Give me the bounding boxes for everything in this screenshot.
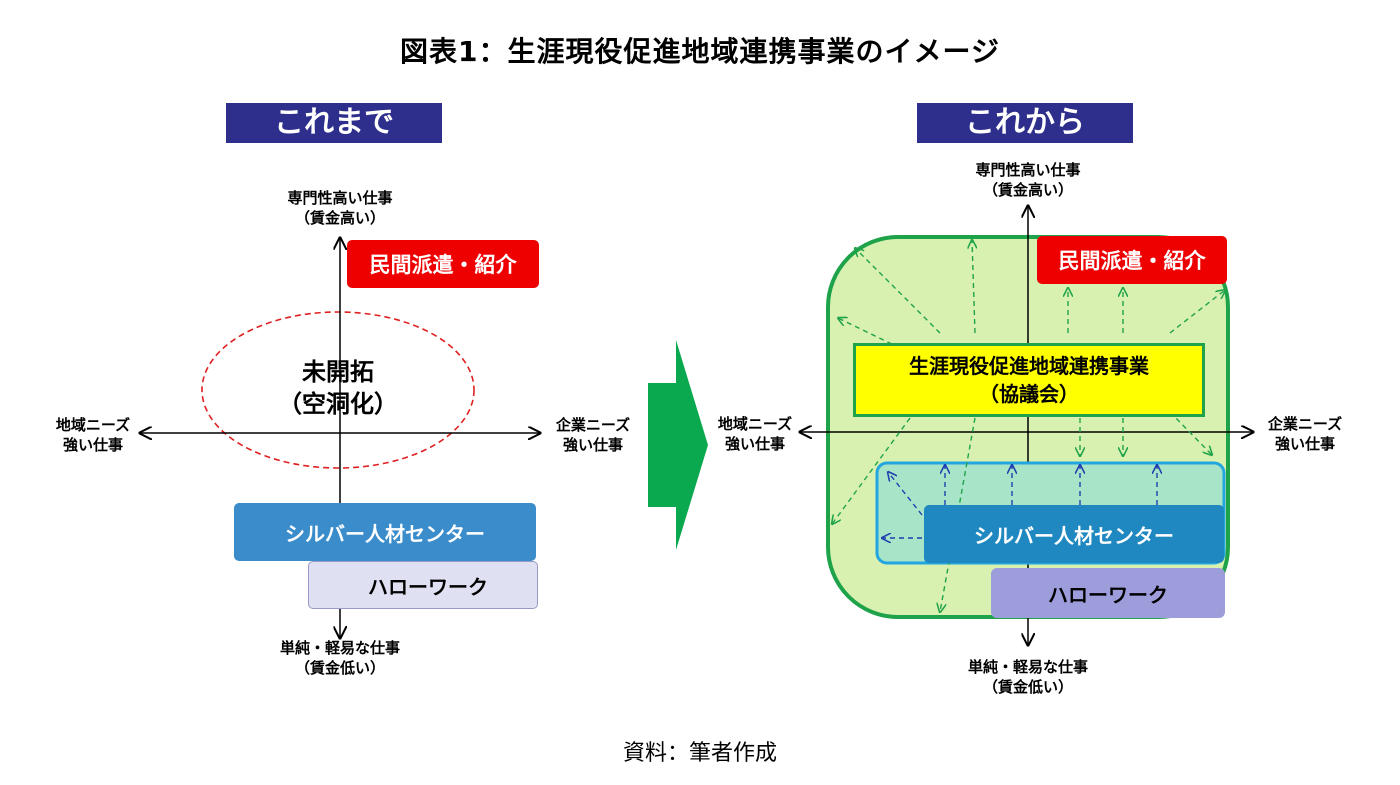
axis-label-line: 強い仕事 xyxy=(562,436,623,454)
left-axis-top-label: 専門性高い仕事 （賃金高い） xyxy=(240,188,440,228)
axis-label-line: 企業ニーズ xyxy=(555,416,631,434)
figure-title: 図表1：生涯現役促進地域連携事業のイメージ xyxy=(400,35,1000,68)
axis-label-line: （賃金低い） xyxy=(982,678,1073,696)
left-axis-bottom-label: 単純・軽易な仕事 （賃金低い） xyxy=(240,638,440,678)
right-hello-work-box: ハローワーク xyxy=(991,568,1225,618)
left-private-dispatch-box: 民間派遣・紹介 xyxy=(347,240,539,288)
unexplored-line: （空洞化） xyxy=(278,390,398,418)
regional-collaboration-project-box: 生涯現役促進地域連携事業 （協議会） xyxy=(853,343,1205,417)
axis-label-line: 専門性高い仕事 xyxy=(287,189,393,207)
left-silver-center-box: シルバー人材センター xyxy=(234,503,536,561)
project-title-line: （協議会） xyxy=(979,382,1079,406)
right-private-dispatch-box: 民間派遣・紹介 xyxy=(1037,236,1227,284)
axis-label-line: （賃金高い） xyxy=(982,181,1073,199)
axis-label-line: 強い仕事 xyxy=(1274,435,1335,453)
axis-label-line: （賃金低い） xyxy=(294,659,385,677)
green-arrow xyxy=(855,248,941,334)
green-arrow xyxy=(832,417,911,524)
blue-arrow xyxy=(888,472,923,516)
axis-label-line: 地域ニーズ xyxy=(55,416,131,434)
right-axis-right-label: 企業ニーズ 強い仕事 xyxy=(1250,414,1360,454)
header-after: これから xyxy=(917,103,1133,143)
axis-label-line: 企業ニーズ xyxy=(1267,415,1343,433)
axis-label-line: 単純・軽易な仕事 xyxy=(967,658,1088,676)
right-axis-left-label: 地域ニーズ 強い仕事 xyxy=(700,414,810,454)
axis-label-line: 地域ニーズ xyxy=(717,415,793,433)
green-arrow xyxy=(972,240,975,334)
right-silver-center-box: シルバー人材センター xyxy=(924,505,1224,563)
axis-label-line: （賃金高い） xyxy=(294,209,385,227)
source-note: 資料：筆者作成 xyxy=(622,741,777,766)
axis-label-line: 強い仕事 xyxy=(724,435,785,453)
unexplored-line: 未開拓 xyxy=(302,358,374,386)
right-axis-top-label: 専門性高い仕事 （賃金高い） xyxy=(928,160,1128,200)
left-axis-left-label: 地域ニーズ 強い仕事 xyxy=(38,415,148,455)
transition-arrow xyxy=(648,340,708,550)
project-title-line: 生涯現役促進地域連携事業 xyxy=(909,354,1149,378)
axis-label-line: 強い仕事 xyxy=(62,436,123,454)
right-axis-bottom-label: 単純・軽易な仕事 （賃金低い） xyxy=(928,657,1128,697)
left-axis-right-label: 企業ニーズ 強い仕事 xyxy=(538,415,648,455)
green-arrow xyxy=(940,417,976,612)
unexplored-label: 未開拓 （空洞化） xyxy=(248,356,428,420)
axis-label-line: 専門性高い仕事 xyxy=(975,161,1081,179)
green-arrow xyxy=(1169,411,1212,455)
axis-label-line: 単純・軽易な仕事 xyxy=(279,639,400,657)
green-arrow xyxy=(1169,290,1225,334)
left-hello-work-box: ハローワーク xyxy=(308,561,538,609)
header-before: これまで xyxy=(226,103,442,143)
